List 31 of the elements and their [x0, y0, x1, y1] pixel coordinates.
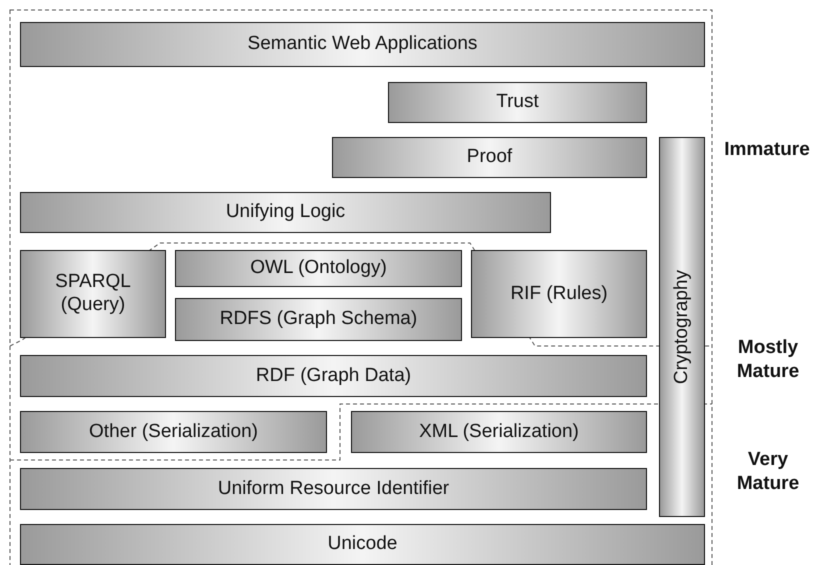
layer-box	[332, 137, 647, 178]
layer-label: Proof	[466, 146, 512, 169]
layer-label: Other (Serialization)	[89, 420, 258, 444]
maturity-label: Very Mature	[736, 448, 800, 496]
layer-box	[20, 22, 705, 67]
maturity-label: Mostly Mature	[736, 336, 800, 384]
layer-box	[20, 192, 551, 233]
layer-label: RDFS (Graph Schema)	[220, 308, 418, 331]
layer-label: RIF (Rules)	[510, 282, 608, 306]
layer-label: SPARQL (Query)	[54, 271, 132, 317]
layer-label: Unifying Logic	[226, 201, 346, 224]
layer-label: OWL (Ontology)	[250, 257, 387, 280]
layer-box	[20, 250, 166, 338]
maturity-label: Immature	[723, 138, 811, 162]
layer-box	[20, 355, 647, 397]
layer-label: Semantic Web Applications	[248, 33, 478, 56]
layer-box	[659, 137, 705, 517]
layer-box	[175, 250, 462, 287]
layer-box	[351, 411, 647, 453]
layer-box	[175, 298, 462, 341]
layer-label: Unicode	[328, 533, 398, 556]
layer-box	[388, 82, 647, 123]
layer-box	[20, 468, 647, 510]
layer-label: Uniform Resource Identifier	[218, 478, 450, 500]
layer-label: RDF (Graph Data)	[256, 364, 412, 388]
layer-label: Cryptography	[670, 270, 693, 384]
layer-label: XML (Serialization)	[419, 420, 579, 444]
layer-box	[471, 250, 647, 338]
layer-box	[20, 411, 327, 453]
layer-box	[20, 524, 705, 565]
layer-label: Trust	[496, 91, 539, 114]
